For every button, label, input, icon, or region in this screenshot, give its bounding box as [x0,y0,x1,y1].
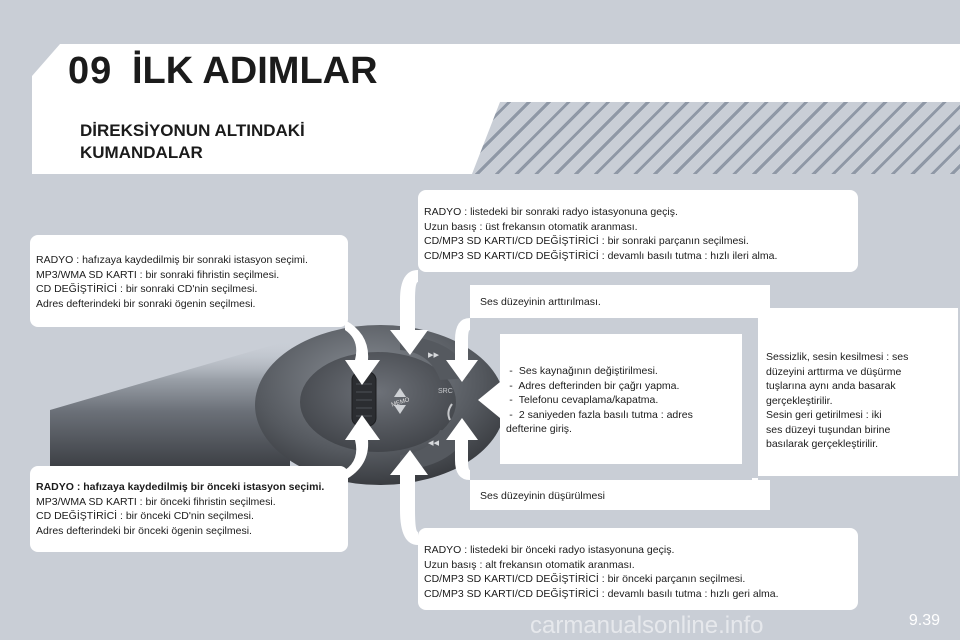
section-panel [32,102,472,174]
description-line: RADYO : hafızaya kaydedilmiş bir sonraki… [36,254,308,266]
chapter-number: 09 [68,50,113,92]
phone-icon [447,403,453,421]
fast-forward-icon: ▸▸ [428,348,440,361]
list-item: - Ses kaynağının değiştirilmesi. [509,365,658,377]
arrow-volume-down [446,418,478,480]
memo-label: MEMO [391,397,411,409]
description-line: Uzun basış : alt frekansın otomatik aran… [424,558,635,571]
src-label: SRC [438,388,453,395]
list-item: - 2 saniyeden fazla basılı tutma : adres [509,408,693,421]
description-line: Sesin geri getirilmesi : iki [766,409,882,421]
description-line: gerçekleştirilir. [766,394,833,407]
rewind-button [400,430,470,470]
header-band [32,44,960,102]
description-line: düzeyini arttırma ve düşürme [766,365,902,378]
description-line: Adres defterindeki bir sonraki ögenin se… [36,297,256,310]
volume-up-description: Ses düzeyinin arttırılması. [470,285,770,318]
next-track-description: RADYO : listedeki bir sonraki radyo ista… [418,190,858,272]
description-line: ses düzeyi tuşundan birine [766,423,891,436]
description-line: CD DEĞİŞTİRİCİ : bir sonraki CD'nin seçi… [36,283,258,295]
section-title-line1: DİREKSİYONUN ALTINDAKİ [80,121,305,140]
description-line: RADYO : hafızaya kaydedilmiş bir önceki … [36,481,325,493]
description-line: Uzun basış : üst frekansın otomatik aran… [424,220,638,233]
chapter-title: İLK ADIMLAR [132,50,378,92]
list-item: - Telefonu cevaplama/kapatma. [509,394,659,406]
stalk-face [300,352,456,452]
description-line: MP3/WMA SD KARTI : bir sonraki fihristin… [36,268,280,281]
section-title: DİREKSİYONUN ALTINDAKİ KUMANDALAR [80,120,305,164]
description-line: Adres defterindeki bir önceki ögenin seç… [36,524,252,537]
arrow-down-icon [394,405,406,414]
page-number: 9.39 [908,612,940,629]
list-item-continuation: defterine giriş. [506,423,572,435]
description-line: tuşlarına aynı anda basarak [766,380,896,392]
mute-description: Sessizlik, sesin kesilmesi : ses düzeyin… [758,308,958,476]
list-item: - Adres defterinden bir çağrı yapma. [509,379,680,392]
previous-track-description: RADYO : listedeki bir önceki radyo istas… [418,528,858,610]
source-button-description: - Ses kaynağının değiştirilmesi. - Adres… [500,334,742,464]
description-line: RADYO : listedeki bir önceki radyo istas… [424,544,675,556]
description-line: CD DEĞİŞTİRİCİ : bir önceki CD'nin seçil… [36,510,254,522]
description-line: CD/MP3 SD KARTI/CD DEĞİŞTİRİCİ : bir önc… [424,573,746,585]
arrow-up-icon [394,388,406,397]
chapter-tab [32,44,128,102]
stalk-shaft [50,340,290,470]
description-line: MP3/WMA SD KARTI : bir önceki fihristin … [36,495,276,508]
arrow-volume-up [446,318,478,382]
description-line: CD/MP3 SD KARTI/CD DEĞİŞTİRİCİ : devamlı… [424,587,779,600]
volume-down-description: Ses düzeyinin düşürülmesi [470,480,770,510]
volume-down-text: Ses düzeyinin düşürülmesi [480,490,605,502]
arrow-source [478,382,500,418]
rewind-icon: ◂◂ [428,436,440,449]
previous-station-description: RADYO : hafızaya kaydedilmiş bir önceki … [30,466,348,552]
description-line: RADYO : listedeki bir sonraki radyo ista… [424,206,678,218]
description-line: Sessizlik, sesin kesilmesi : ses [766,351,909,363]
volume-wheel [351,371,377,427]
description-line: CD/MP3 SD KARTI/CD DEĞİŞTİRİCİ : devamlı… [424,249,778,262]
arrow-next-station [345,320,380,385]
description-line: basılarak gerçekleştirilir. [766,438,879,450]
description-line: CD/MP3 SD KARTI/CD DEĞİŞTİRİCİ : bir son… [424,235,749,247]
watermark: carmanualsonline.info [530,612,764,639]
next-station-description: RADYO : hafızaya kaydedilmiş bir sonraki… [30,235,348,327]
arrow-prev-station [345,415,380,480]
fast-forward-button [400,335,470,380]
section-title-line2: KUMANDALAR [80,143,203,162]
arrow-next-track [390,270,428,355]
volume-up-text: Ses düzeyinin arttırılması. [480,296,601,308]
stalk-body [255,325,505,485]
